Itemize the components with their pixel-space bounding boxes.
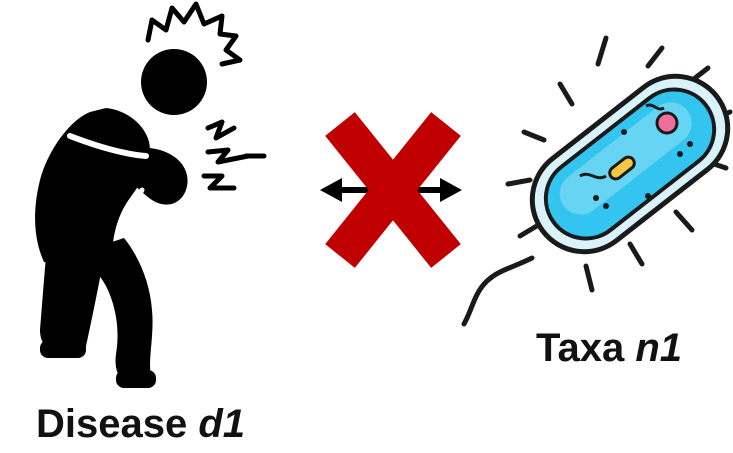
- disease-label-prefix: Disease: [36, 402, 187, 446]
- person-torso: [35, 108, 150, 262]
- bacterium-flagellum: [464, 258, 532, 324]
- bacterium-spot-pink: [657, 113, 677, 133]
- person-head: [141, 49, 207, 115]
- sick-person-coughing-icon: [35, 49, 207, 388]
- disease-label: Disease d1: [36, 404, 245, 444]
- taxa-label: Taxa n1: [536, 328, 682, 368]
- taxa-label-id: n1: [635, 326, 682, 370]
- disease-label-id: d1: [198, 402, 245, 446]
- taxa-label-prefix: Taxa: [536, 326, 624, 370]
- cough-lines-icon: [204, 122, 264, 188]
- bacterium-icon: [464, 38, 733, 324]
